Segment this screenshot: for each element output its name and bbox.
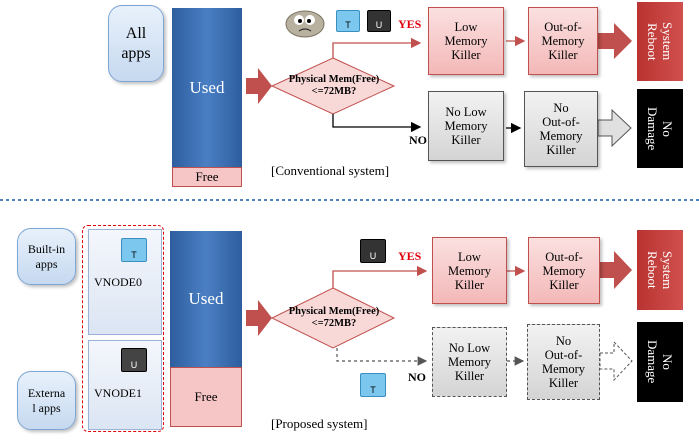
trusted-app-bag-icon-bottom: T (360, 373, 386, 397)
vnode-panel (82, 225, 164, 432)
no-damage-box-bottom: No Damage (637, 322, 683, 402)
caption-conventional: [Conventional system] (271, 163, 390, 178)
system-reboot-label-top: System Reboot (645, 22, 675, 61)
no-label-bottom: NO (408, 370, 426, 384)
decision-label-top: Physical Mem(Free) <=72MB? (288, 74, 380, 97)
used-label-bottom: Used (188, 289, 224, 308)
no-damage-label-top: No Damage (645, 106, 675, 151)
yes-label-top: YES (398, 17, 422, 31)
trusted-app-bag-icon: T (336, 10, 360, 32)
used-label: Used (189, 77, 225, 97)
rock-mascot-icon (285, 4, 325, 38)
builtin-apps-bubble: Built-in apps (17, 228, 76, 285)
big-red-arrow-top (246, 68, 272, 104)
external-apps-bubble: Externa l apps (17, 371, 76, 430)
low-memory-killer-box-top: Low Memory Killer (428, 7, 504, 75)
no-oom-killer-box-top: No Out-of- Memory Killer (524, 91, 598, 167)
system-reboot-box-bottom: System Reboot (637, 230, 683, 310)
used-memory-block: Used (172, 8, 242, 167)
free-label: Free (195, 169, 219, 184)
low-memory-killer-box-bottom: Low Memory Killer (432, 237, 507, 304)
system-reboot-label-bottom: System Reboot (645, 250, 675, 290)
vnode1-label: VNODE1 (94, 386, 142, 400)
trusted-app-bag-icon-vnode0: T (121, 238, 147, 262)
vnode0-label: VNODE0 (94, 275, 142, 289)
yes-label-bottom: YES (398, 249, 422, 263)
used-memory-block-bottom: Used (170, 231, 242, 367)
free-memory-block: Free (172, 167, 242, 187)
oom-killer-box-bottom: Out-of- Memory Killer (528, 237, 600, 304)
all-apps-bubble: All apps (108, 5, 164, 82)
no-damage-box-top: No Damage (637, 89, 683, 168)
no-low-memory-killer-box-bottom: No Low Memory Killer (432, 327, 507, 397)
free-label-bottom: Free (194, 389, 218, 404)
system-reboot-box-top: System Reboot (637, 2, 683, 81)
untrusted-app-bag-icon-bottom: U (360, 239, 386, 263)
big-red-arrow-bottom (246, 300, 272, 336)
no-oom-killer-box-bottom: No Out-of- Memory Killer (527, 324, 600, 400)
decision-diamond-bottom (270, 287, 396, 349)
untrusted-app-bag-icon: U (367, 10, 391, 32)
oom-killer-box-top: Out-of- Memory Killer (528, 7, 598, 75)
untrusted-app-bag-icon-vnode1: U (121, 348, 147, 372)
no-label-top: NO (409, 133, 427, 147)
decision-label-bottom: Physical Mem(Free) <=72MB? (288, 306, 380, 329)
caption-proposed: [Proposed system] (271, 416, 368, 431)
no-low-memory-killer-box-top: No Low Memory Killer (428, 91, 504, 161)
free-memory-block-bottom: Free (170, 367, 242, 427)
no-damage-label-bottom: No Damage (645, 340, 675, 384)
